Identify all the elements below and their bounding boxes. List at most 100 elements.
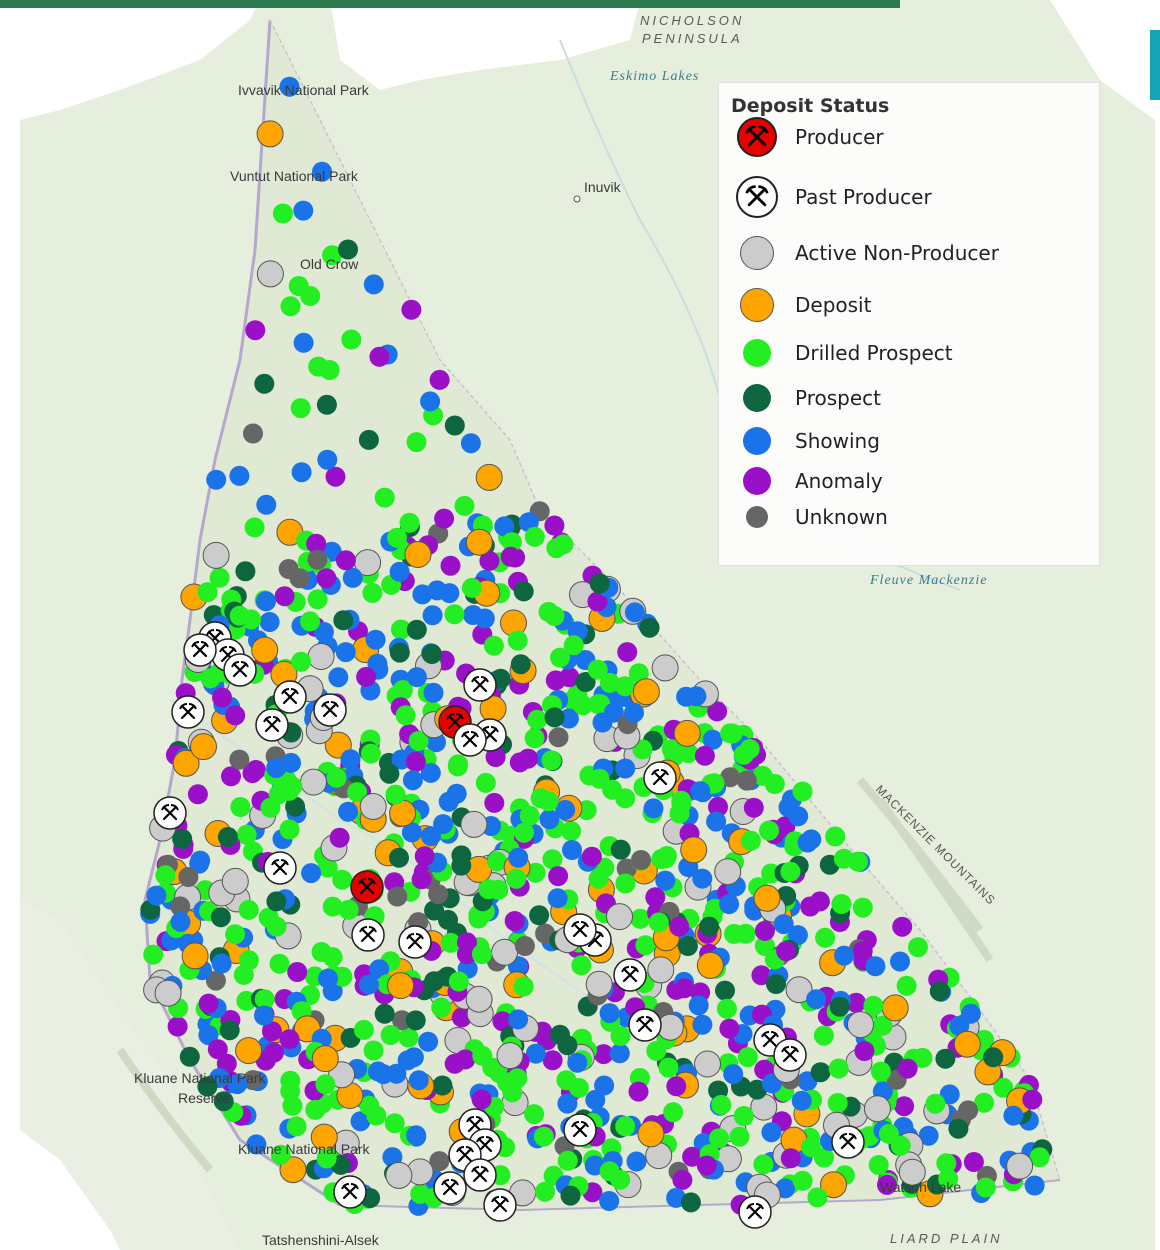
deposit-marker[interactable] [285,796,306,817]
deposit-marker[interactable] [707,701,728,722]
deposit-marker[interactable] [387,886,408,907]
deposit-marker[interactable] [311,942,332,962]
deposit-marker[interactable] [260,797,281,818]
deposit-marker[interactable] [568,1077,589,1098]
deposit-marker[interactable] [143,944,164,965]
deposit-marker[interactable] [558,708,579,729]
deposit-marker[interactable] [256,591,276,612]
deposit-marker[interactable] [585,1089,606,1110]
deposit-marker[interactable] [325,466,346,487]
deposit-marker[interactable] [207,1039,228,1060]
deposit-marker[interactable] [256,260,284,288]
deposit-marker[interactable] [471,944,492,965]
past-producer-marker[interactable] [483,1188,517,1222]
deposit-marker[interactable] [550,1024,570,1045]
deposit-marker[interactable] [929,981,950,1002]
deposit-marker[interactable] [202,541,230,569]
deposit-marker[interactable] [735,923,756,944]
past-producer-marker[interactable] [273,680,307,714]
deposit-marker[interactable] [754,920,775,941]
deposit-marker[interactable] [206,469,227,490]
deposit-marker[interactable] [535,1181,555,1202]
deposit-marker[interactable] [360,743,381,764]
deposit-marker[interactable] [514,822,535,843]
deposit-marker[interactable] [405,1010,426,1031]
deposit-marker[interactable] [496,1042,524,1070]
deposit-marker[interactable] [788,806,809,827]
deposit-marker[interactable] [365,629,386,650]
deposit-marker[interactable] [244,517,265,538]
deposit-marker[interactable] [504,911,525,931]
deposit-marker[interactable] [628,1081,649,1102]
deposit-marker[interactable] [878,1123,899,1144]
past-producer-marker[interactable] [643,761,677,795]
deposit-marker[interactable] [358,429,379,450]
deposit-marker[interactable] [714,858,742,886]
deposit-marker[interactable] [1003,1105,1024,1126]
deposit-marker[interactable] [766,974,786,994]
deposit-marker[interactable] [146,885,167,906]
deposit-marker[interactable] [366,1105,387,1126]
deposit-marker[interactable] [408,1070,429,1091]
deposit-marker[interactable] [639,617,660,638]
deposit-marker[interactable] [423,682,444,703]
deposit-marker[interactable] [690,781,711,802]
deposit-marker[interactable] [238,950,259,971]
deposit-marker[interactable] [363,1040,384,1061]
deposit-marker[interactable] [615,758,636,779]
deposit-marker[interactable] [610,839,631,860]
deposit-marker[interactable] [350,1111,371,1132]
deposit-marker[interactable] [259,612,280,632]
past-producer-marker[interactable] [223,653,257,687]
deposit-marker[interactable] [363,274,384,295]
deposit-marker[interactable] [624,602,645,623]
deposit-marker[interactable] [389,561,410,582]
deposit-marker[interactable] [708,796,728,817]
deposit-marker[interactable] [269,953,290,974]
past-producer-marker[interactable] [463,668,497,702]
deposit-marker[interactable] [709,1128,729,1149]
deposit-marker[interactable] [723,1064,744,1085]
deposit-marker[interactable] [557,1150,578,1171]
deposit-marker[interactable] [434,508,455,529]
deposit-marker[interactable] [431,997,452,1018]
deposit-marker[interactable] [918,1125,939,1146]
deposit-marker[interactable] [820,1171,847,1199]
deposit-marker[interactable] [813,1025,834,1046]
deposit-marker[interactable] [510,654,531,675]
deposit-marker[interactable] [494,516,515,537]
deposit-marker[interactable] [305,1099,326,1120]
deposit-marker[interactable] [387,527,407,548]
deposit-marker[interactable] [892,916,913,937]
deposit-marker[interactable] [792,781,813,802]
deposit-marker[interactable] [761,1122,782,1143]
deposit-marker[interactable] [560,1185,581,1206]
past-producer-marker[interactable] [453,723,487,757]
deposit-marker[interactable] [333,610,354,631]
deposit-marker[interactable] [719,894,740,915]
deposit-marker[interactable] [571,955,592,976]
deposit-marker[interactable] [198,993,219,1014]
deposit-marker[interactable] [737,1047,758,1068]
deposit-marker[interactable] [797,832,818,853]
deposit-marker[interactable] [507,630,528,651]
deposit-marker[interactable] [877,1174,897,1195]
deposit-marker[interactable] [353,1019,374,1040]
deposit-marker[interactable] [588,868,609,889]
deposit-marker[interactable] [219,1020,240,1041]
deposit-marker[interactable] [256,120,284,148]
deposit-marker[interactable] [402,770,423,791]
deposit-marker[interactable] [936,1153,957,1174]
deposit-marker[interactable] [606,903,633,931]
past-producer-marker[interactable] [433,1171,467,1205]
deposit-marker[interactable] [391,619,411,640]
deposit-marker[interactable] [287,962,308,982]
deposit-marker[interactable] [645,887,666,908]
deposit-marker[interactable] [897,1058,918,1079]
deposit-marker[interactable] [395,705,416,726]
deposit-marker[interactable] [533,1126,554,1147]
past-producer-marker[interactable] [153,796,187,830]
deposit-marker[interactable] [615,676,635,697]
deposit-marker[interactable] [637,1120,665,1148]
deposit-marker[interactable] [632,678,660,706]
